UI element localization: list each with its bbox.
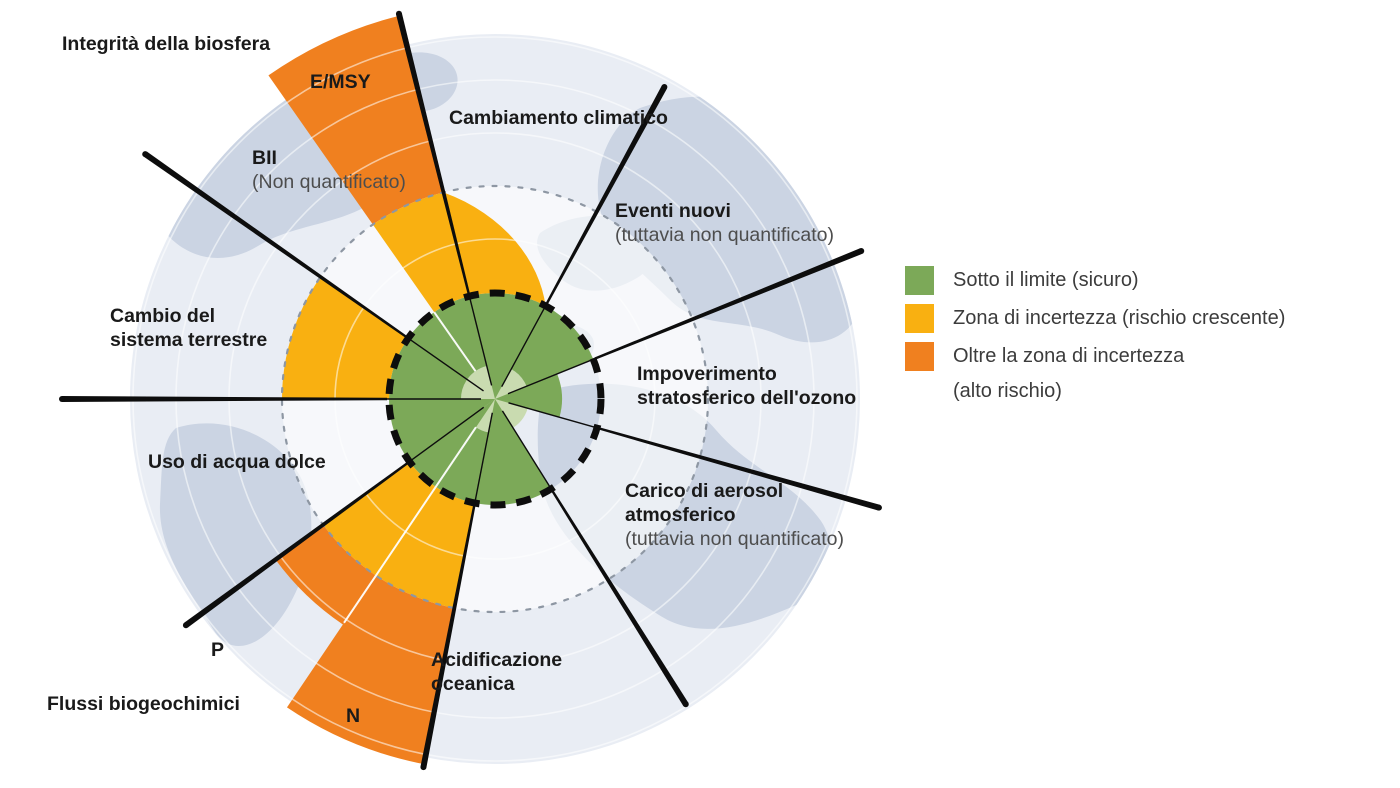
sector-flussi-biogeochimici-p (275, 399, 495, 625)
segment-safe (474, 399, 552, 505)
needle-tip-1 (661, 84, 668, 91)
segment-high_risk (286, 575, 455, 765)
dashed-boundary-circle (385, 289, 605, 509)
segment-high_risk (268, 15, 444, 225)
legend-label-high-risk: Oltre la zona di incertezza (953, 345, 1185, 367)
segment-safe (435, 427, 489, 504)
sector-needles (59, 10, 882, 771)
segment-high_risk (275, 524, 376, 625)
segment-uncertainty (443, 192, 546, 306)
segment-uncertainty (372, 192, 470, 313)
sector-uso-di-acqua-dolce (389, 399, 495, 462)
needle-1 (545, 85, 668, 305)
legend-label-high-risk-2: (alto rischio) (953, 380, 1062, 402)
legend-label-uncertainty: Zona di incertezza (rischio crescente) (953, 307, 1286, 329)
needle-inner-0 (465, 282, 493, 386)
needle-tip-5 (420, 764, 427, 771)
needle-inner-1 (501, 293, 553, 388)
legend-swatch-safe-icon (905, 266, 934, 295)
segment-uncertainty (323, 461, 436, 576)
segment-safe (511, 305, 594, 387)
dotted-guide-circle (280, 184, 710, 614)
needle-tip-6 (182, 622, 189, 629)
boundary-wedges (268, 15, 594, 765)
needle-tip-2 (858, 248, 865, 255)
sector-acidificazione-oceanica (474, 399, 552, 505)
sub-divider-1 (433, 311, 477, 372)
needle-8 (143, 151, 408, 339)
segment-safe (389, 338, 468, 399)
legend-item-safe: Sotto il limite (sicuro) (905, 266, 1285, 295)
needle-tip-7 (59, 396, 65, 402)
segment-uncertainty (375, 486, 475, 609)
sector-bii (408, 312, 476, 380)
segment-uncertainty (282, 276, 409, 399)
continent-2 (159, 423, 312, 647)
legend-swatch-high-risk-icon (905, 342, 934, 371)
legend: Sotto il limite (sicuro) Zona di incerte… (905, 266, 1285, 403)
legend-swatch-uncertainty-icon (905, 304, 934, 333)
segment-safe (409, 399, 495, 487)
sector-flussi-biogeochimici-n (286, 427, 489, 765)
segment-safe (389, 399, 495, 462)
needle-7 (62, 396, 387, 402)
legend-item-uncertainty: Zona di incertezza (rischio crescente) (905, 304, 1285, 333)
sub-divider-0 (343, 426, 477, 624)
legend-label-safe: Sotto il limite (sicuro) (953, 269, 1139, 291)
needle-inner-8 (396, 329, 484, 392)
continent-7 (761, 514, 831, 576)
needle-inner-2 (507, 353, 607, 395)
needle-inner-4 (501, 410, 560, 502)
segment-safe (495, 373, 562, 418)
needle-2 (594, 248, 863, 360)
sector-ozono (495, 373, 562, 418)
needle-inner-5 (471, 412, 494, 517)
needle-6 (184, 461, 409, 628)
needle-tip-4 (682, 701, 689, 708)
segment-safe (408, 312, 476, 380)
needle-inner-3 (508, 402, 611, 433)
needle-tip-3 (875, 504, 882, 511)
needle-4 (551, 489, 689, 706)
sector-eventi-nuovi (511, 305, 594, 387)
needle-0 (396, 13, 471, 295)
needle-tip-0 (395, 10, 402, 17)
needle-inner-6 (397, 406, 485, 471)
needle-tip-8 (142, 151, 149, 158)
needle-5 (420, 504, 476, 768)
legend-item-high-risk: Oltre la zona di incertezza (905, 342, 1285, 371)
sector-cambio-del-sistema-terrestre (282, 276, 468, 399)
needle-3 (598, 427, 880, 511)
